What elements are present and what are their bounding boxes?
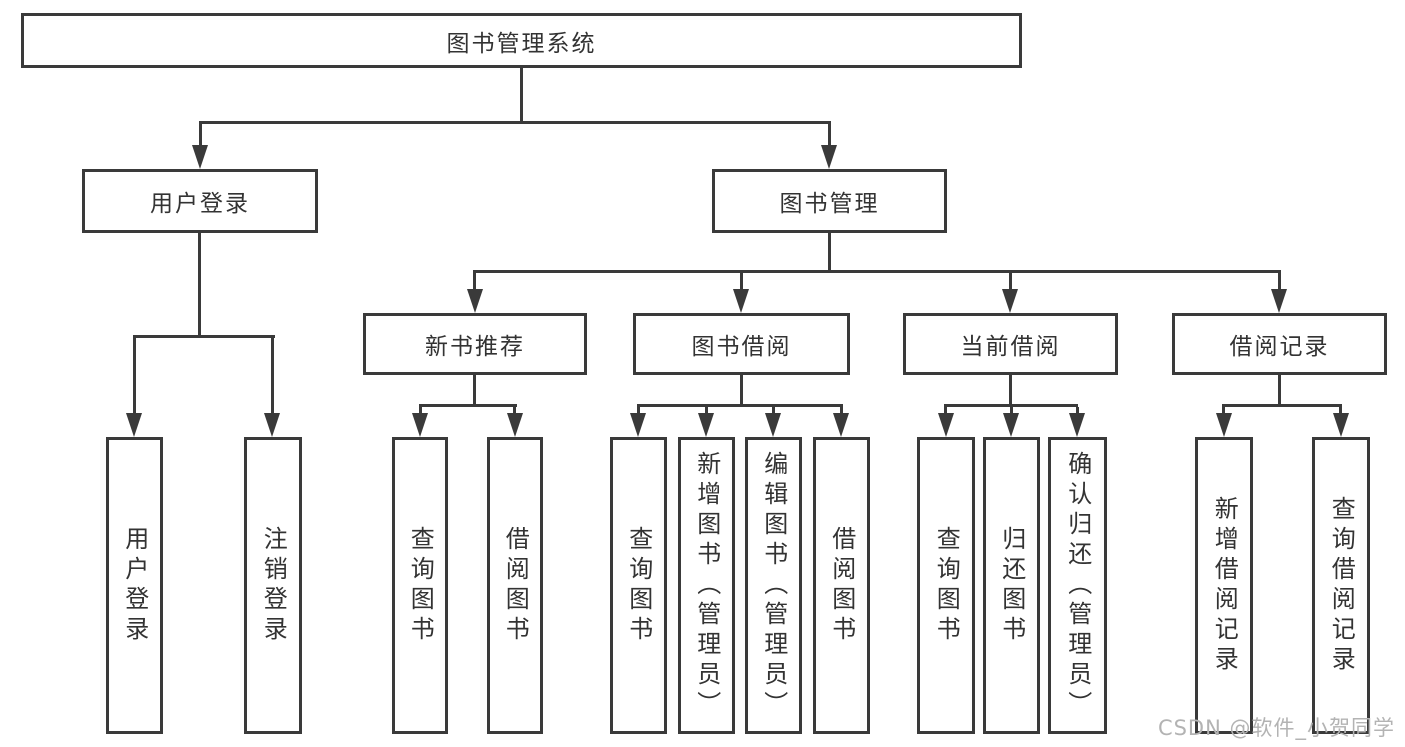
leaf-query-books-current: 查询图书 <box>917 437 975 734</box>
node-borrowing-records: 借阅记录 <box>1172 313 1387 375</box>
node-current-borrowing: 当前借阅 <box>903 313 1118 375</box>
connector-line <box>1076 407 1079 415</box>
arrowhead-down-icon <box>1069 413 1085 437</box>
connector-line <box>419 407 422 415</box>
arrowhead-down-icon <box>1216 413 1232 437</box>
connector-line <box>740 273 743 291</box>
leaf-add-borrow-record: 新增借阅记录 <box>1195 437 1253 734</box>
arrowhead-down-icon <box>733 289 749 313</box>
connector-line <box>473 270 1281 273</box>
connector-line <box>1009 375 1012 407</box>
node-book-borrowing: 图书借阅 <box>633 313 850 375</box>
connector-line <box>828 124 831 148</box>
arrowhead-down-icon <box>1271 289 1287 313</box>
arrowhead-down-icon <box>1333 413 1349 437</box>
connector-line <box>473 273 476 291</box>
connector-line <box>705 407 708 415</box>
connector-line <box>828 233 831 273</box>
connector-line <box>1278 273 1281 291</box>
leaf-borrow-books: 借阅图书 <box>813 437 870 734</box>
arrowhead-down-icon <box>507 413 523 437</box>
watermark: CSDN @软件_小贺同学 <box>1157 716 1395 740</box>
leaf-borrow-books-recommend: 借阅图书 <box>487 437 543 734</box>
leaf-confirm-return-admin: 确认归还（管理员） <box>1048 437 1107 734</box>
connector-line <box>944 407 947 415</box>
node-new-book-recommend: 新书推荐 <box>363 313 587 375</box>
node-user-login: 用户登录 <box>82 169 318 233</box>
arrowhead-down-icon <box>630 413 646 437</box>
connector-line <box>271 338 274 416</box>
connector-line <box>944 404 1078 407</box>
arrowhead-down-icon <box>412 413 428 437</box>
leaf-query-books-recommend: 查询图书 <box>392 437 448 734</box>
leaf-query-borrow-record: 查询借阅记录 <box>1312 437 1370 734</box>
node-book-management: 图书管理 <box>712 169 947 233</box>
connector-line <box>199 121 831 124</box>
connector-line <box>772 407 775 415</box>
arrowhead-down-icon <box>833 413 849 437</box>
connector-line <box>473 375 476 407</box>
connector-line <box>740 375 743 407</box>
arrowhead-down-icon <box>1003 413 1019 437</box>
connector-line <box>840 407 843 415</box>
connector-line <box>513 407 516 415</box>
connector-line <box>1222 407 1225 415</box>
connector-line <box>520 68 523 124</box>
connector-line <box>198 233 201 338</box>
leaf-query-books-borrow: 查询图书 <box>610 437 667 734</box>
connector-line <box>637 407 640 415</box>
arrowhead-down-icon <box>821 145 837 169</box>
leaf-user-login: 用户登录 <box>106 437 163 734</box>
connector-line <box>637 404 843 407</box>
arrowhead-down-icon <box>264 413 280 437</box>
connector-line <box>133 338 136 416</box>
arrowhead-down-icon <box>467 289 483 313</box>
connector-line <box>1009 273 1012 291</box>
connector-line <box>1222 404 1342 407</box>
arrowhead-down-icon <box>126 413 142 437</box>
connector-line <box>1010 407 1013 415</box>
leaf-edit-books-admin: 编辑图书（管理员） <box>745 437 802 734</box>
connector-line <box>1278 375 1281 407</box>
leaf-return-books: 归还图书 <box>983 437 1040 734</box>
connector-line <box>133 335 275 338</box>
arrowhead-down-icon <box>698 413 714 437</box>
connector-line <box>1339 407 1342 415</box>
connector-line <box>199 124 202 148</box>
node-root-library-system: 图书管理系统 <box>21 13 1022 68</box>
leaf-logout: 注销登录 <box>244 437 302 734</box>
arrowhead-down-icon <box>1002 289 1018 313</box>
connector-line <box>419 404 517 407</box>
arrowhead-down-icon <box>765 413 781 437</box>
arrowhead-down-icon <box>192 145 208 169</box>
arrowhead-down-icon <box>938 413 954 437</box>
leaf-add-books-admin: 新增图书（管理员） <box>678 437 735 734</box>
